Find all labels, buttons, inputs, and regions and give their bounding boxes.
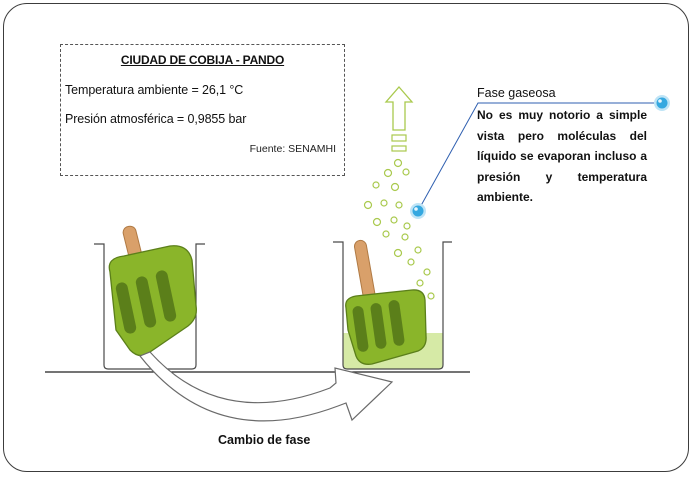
callout-dot-right [654,95,670,111]
temperature-text: Temperatura ambiente = 26,1 °C [65,83,244,97]
gas-phase-description: No es muy notorio a simple vista pero mo… [477,108,647,204]
beaker-right [333,241,452,370]
beaker-left [94,243,205,370]
vapor-arrow [384,86,414,152]
vapor-bubbles [363,158,435,300]
pressure-text: Presión atmosférica = 0,9855 bar [65,112,247,126]
phase-change-caption: Cambio de fase [218,433,311,447]
info-title: CIUDAD DE COBIJA - PANDO [120,53,285,67]
callout-dot-left [410,203,426,219]
popsicle-right [345,239,427,365]
callout-line [417,102,662,212]
gas-phase-title: Fase gaseosa [477,86,556,100]
source-text: Fuente: SENAMHI [249,143,336,155]
info-box: CIUDAD DE COBIJA - PANDO Temperatura amb… [60,44,345,176]
popsicle-left [108,225,197,357]
phase-change-arrow [139,351,394,422]
